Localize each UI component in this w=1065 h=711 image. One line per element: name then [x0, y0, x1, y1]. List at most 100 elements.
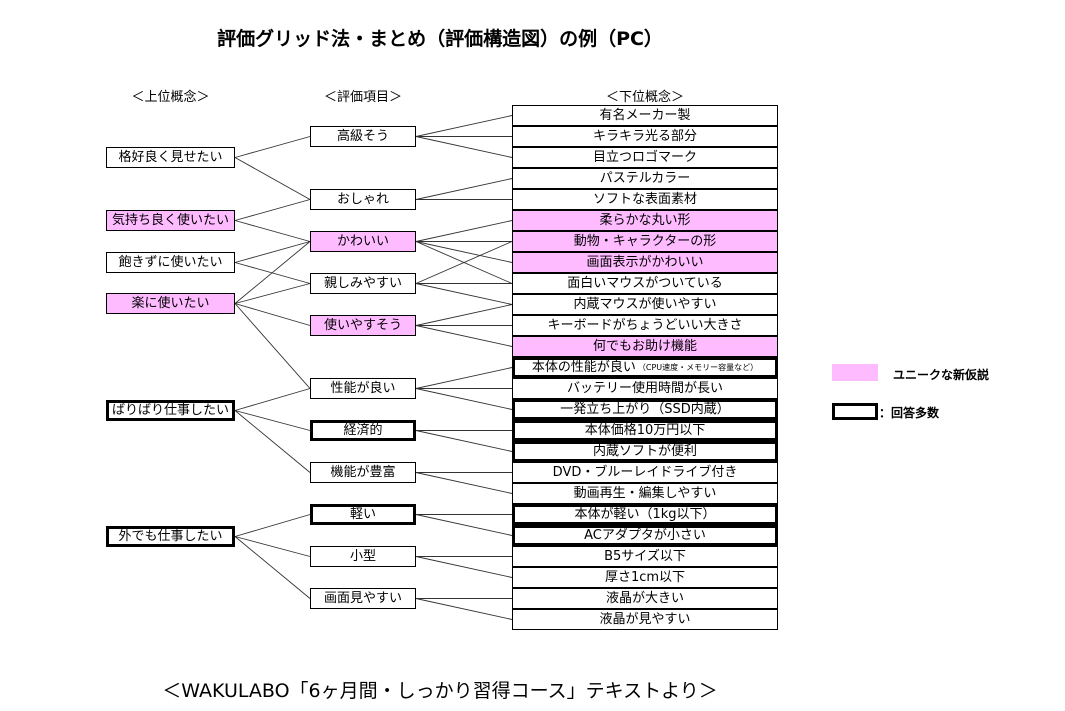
lower-concept-box: 内蔵ソフトが便利 — [512, 441, 778, 462]
lower-concept-box: 一発立ち上がり（SSD内蔵） — [512, 399, 778, 420]
upper-concept-box-label: 格好良く見せたい — [118, 150, 223, 165]
lower-concept-box-label: 液晶が大きい — [605, 591, 684, 606]
lower-concept-box: DVD・ブルーレイドライブ付き — [512, 462, 778, 483]
evaluation-item-box: 親しみやすい — [310, 273, 416, 294]
lower-concept-box-label: 本体価格10万円以下 — [584, 423, 706, 438]
upper-concept-box: 気持ち良く使いたい — [106, 210, 235, 231]
header-lower-concepts: ＜下位概念＞ — [605, 90, 684, 105]
connector-line — [415, 241, 513, 284]
header-evaluation-items: ＜評価項目＞ — [323, 90, 402, 105]
connector-line — [234, 303, 311, 389]
lower-concept-box-label: ソフトな表面素材 — [592, 192, 697, 207]
upper-concept-box: 飽きずに使いたい — [106, 252, 235, 273]
lower-concept-box: 液晶が見やすい — [512, 609, 778, 630]
upper-concept-box-label: ばりばり仕事したい — [111, 403, 229, 418]
connector-line — [234, 410, 311, 473]
upper-concept-box: ばりばり仕事したい — [106, 400, 235, 421]
lower-concept-box: B5サイズ以下 — [512, 546, 778, 567]
upper-concept-box: 楽に使いたい — [106, 293, 235, 314]
connector-line — [415, 556, 513, 578]
connector-line — [234, 220, 311, 242]
upper-concept-box-label: 外でも仕事したい — [118, 529, 223, 544]
page-title: 評価グリッド法・まとめ（評価構造図）の例（PC） — [217, 28, 663, 50]
connector-line — [234, 283, 311, 304]
connector-line — [415, 430, 513, 452]
lower-concept-box: ソフトな表面素材 — [512, 189, 778, 210]
lower-concept-box-label: パステルカラー — [599, 171, 691, 186]
evaluation-item-box-label: 親しみやすい — [323, 276, 402, 291]
lower-concept-box: 有名メーカー製 — [512, 105, 778, 126]
evaluation-item-box-label: 使いやすそう — [323, 318, 402, 333]
evaluation-item-box: おしゃれ — [310, 189, 416, 210]
lower-concept-box: 面白いマウスがついている — [512, 273, 778, 294]
lower-concept-box-label: 面白いマウスがついている — [567, 276, 723, 291]
evaluation-item-box-label: 機能が豊富 — [330, 465, 396, 480]
upper-concept-box: 外でも仕事したい — [106, 526, 235, 547]
legend-unique-label: ユニークな新仮説 — [893, 368, 990, 382]
connector-line — [234, 410, 311, 431]
legend-unique-swatch — [832, 364, 878, 381]
lower-concept-box-label: 厚さ1cm以下 — [604, 570, 686, 585]
evaluation-item-box-label: かわいい — [336, 234, 389, 249]
source-caption: ＜WAKULABO「6ヶ月間・しっかり習得コース」テキストより＞ — [162, 680, 718, 702]
lower-concept-box-label: キーボードがちょうどいい大きさ — [547, 318, 743, 333]
lower-concept-box: パステルカラー — [512, 168, 778, 189]
evaluation-item-box-label: 性能が良い — [330, 381, 396, 396]
lower-concept-box-label: ACアダプタが小さい — [584, 528, 706, 543]
evaluation-item-box-label: 軽い — [349, 507, 376, 522]
connector-line — [415, 514, 513, 536]
lower-concept-box: ACアダプタが小さい — [512, 525, 778, 546]
lower-concept-box: バッテリー使用時間が長い — [512, 378, 778, 399]
connector-line — [234, 241, 311, 263]
evaluation-item-box-label: 高級そう — [336, 129, 389, 144]
evaluation-item-box: 使いやすそう — [310, 315, 416, 336]
lower-concept-box-label: 動物・キャラクターの形 — [573, 234, 717, 249]
evaluation-item-box: かわいい — [310, 231, 416, 252]
lower-concept-box: 本体の性能が良い（CPU速度・メモリー容量など） — [512, 357, 778, 378]
lower-concept-box-label: B5サイズ以下 — [604, 549, 686, 564]
evaluation-item-box: 性能が良い — [310, 378, 416, 399]
lower-concept-box: 目立つロゴマーク — [512, 147, 778, 168]
connector-line — [234, 388, 311, 411]
lower-concept-box: 画面表示がかわいい — [512, 252, 778, 273]
connector-line — [415, 325, 513, 347]
evaluation-item-box: 機能が豊富 — [310, 462, 416, 483]
lower-concept-box-label: 本体の性能が良い — [531, 360, 636, 375]
legend-frequent-swatch — [832, 403, 878, 420]
lower-concept-box: 動画再生・編集しやすい — [512, 483, 778, 504]
evaluation-item-box-label: 画面見やすい — [323, 591, 402, 606]
lower-concept-box: 本体が軽い（1kg以下） — [512, 504, 778, 525]
lower-concept-box: キラキラ光る部分 — [512, 126, 778, 147]
connector-line — [415, 115, 513, 137]
connector-line — [415, 241, 513, 263]
connector-line — [415, 304, 513, 326]
evaluation-item-box: 経済的 — [310, 420, 416, 441]
connector-line — [415, 178, 513, 200]
lower-concept-box: 厚さ1cm以下 — [512, 567, 778, 588]
lower-concept-box-label: 液晶が見やすい — [599, 612, 691, 627]
header-upper-concepts: ＜上位概念＞ — [131, 90, 210, 105]
connector-line — [234, 536, 311, 599]
lower-concept-box-label: 何でもお助け機能 — [592, 339, 697, 354]
upper-concept-box-label: 楽に使いたい — [131, 296, 210, 311]
lower-concept-box-label: 有名メーカー製 — [599, 108, 691, 123]
evaluation-item-box-label: 小型 — [349, 549, 376, 564]
lower-concept-box: 液晶が大きい — [512, 588, 778, 609]
upper-concept-box-label: 気持ち良く使いたい — [111, 213, 229, 228]
lower-concept-box-label: 動画再生・編集しやすい — [573, 486, 717, 501]
connector-line — [415, 136, 513, 158]
lower-concept-box: 内蔵マウスが使いやすい — [512, 294, 778, 315]
evaluation-item-box: 軽い — [310, 504, 416, 525]
lower-concept-box-label: 柔らかな丸い形 — [599, 213, 691, 228]
lower-concept-box: キーボードがちょうどいい大きさ — [512, 315, 778, 336]
lower-concept-box: 何でもお助け機能 — [512, 336, 778, 357]
evaluation-item-box: 高級そう — [310, 126, 416, 147]
lower-concept-box-label: DVD・ブルーレイドライブ付き — [552, 465, 738, 480]
lower-concept-box-label: 画面表示がかわいい — [586, 255, 704, 270]
evaluation-item-box-label: おしゃれ — [336, 192, 389, 207]
lower-concept-box-note: （CPU速度・メモリー容量など） — [637, 362, 759, 372]
connector-line — [234, 157, 311, 200]
connector-line — [234, 136, 311, 158]
evaluation-item-box: 小型 — [310, 546, 416, 567]
lower-concept-box-label: 目立つロゴマーク — [592, 150, 697, 165]
